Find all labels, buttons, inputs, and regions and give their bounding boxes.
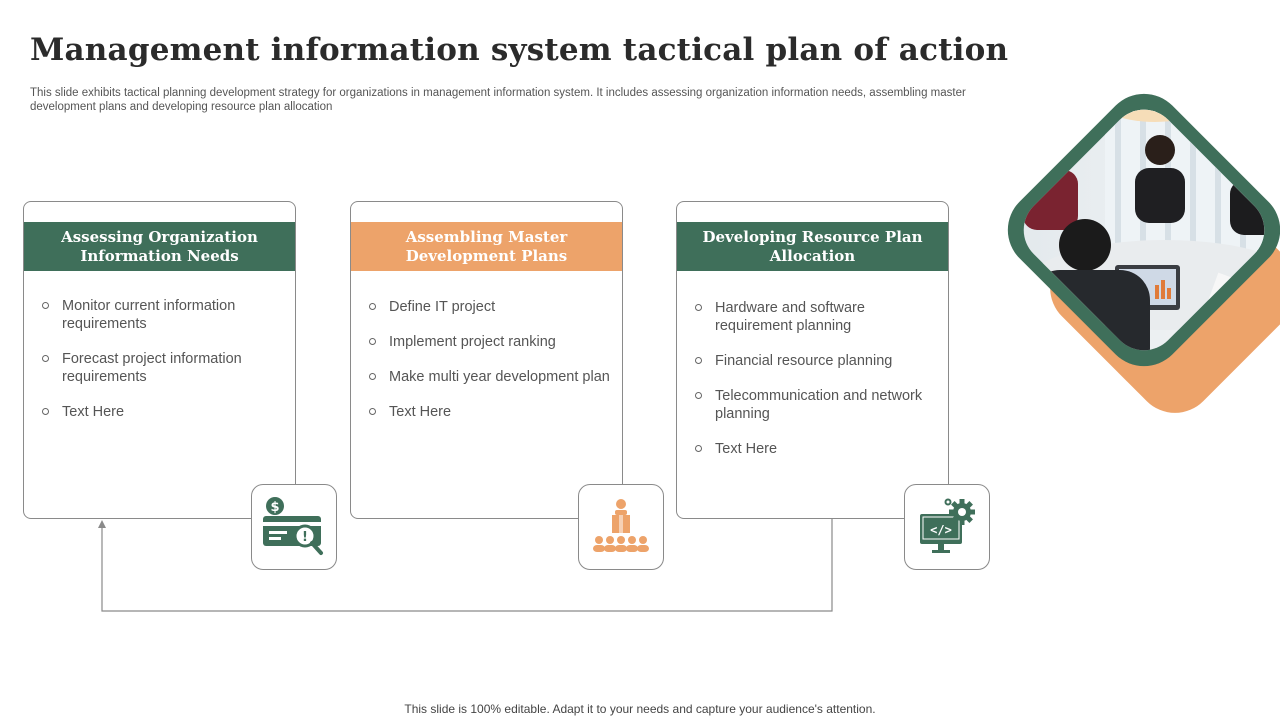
money-search-icon-box: $ ! — [251, 484, 337, 570]
bullet-circle-icon — [42, 408, 49, 415]
card-assessing-needs: Assessing Organization Information Needs… — [23, 201, 296, 519]
bullet-circle-icon — [369, 373, 376, 380]
card-item-list: Define IT project Implement project rank… — [369, 298, 612, 438]
bullet-circle-icon — [42, 355, 49, 362]
card-resource-allocation: Developing Resource Plan Allocation Hard… — [676, 201, 949, 519]
meeting-photo — [1009, 95, 1279, 365]
list-item: Define IT project — [369, 298, 612, 316]
card-master-plans: Assembling Master Development Plans Defi… — [350, 201, 623, 519]
page-title: Management information system tactical p… — [30, 32, 1009, 68]
svg-text:$: $ — [270, 500, 279, 515]
bullet-circle-icon — [695, 357, 702, 364]
list-item: Financial resource planning — [695, 352, 938, 370]
code-monitor-gear-icon-box: </> — [904, 484, 990, 570]
card-item-list: Monitor current information requirements… — [42, 297, 285, 438]
list-item: Text Here — [369, 403, 612, 421]
list-item: Implement project ranking — [369, 333, 612, 351]
presenter-audience-icon — [593, 499, 649, 552]
card-header: Developing Resource Plan Allocation — [677, 222, 948, 271]
bullet-circle-icon — [369, 303, 376, 310]
page-subtitle: This slide exhibits tactical planning de… — [30, 87, 966, 113]
presenter-audience-icon-box — [578, 484, 664, 570]
bullet-circle-icon — [369, 338, 376, 345]
list-item: Telecommunication and network planning — [695, 387, 938, 423]
list-item: Forecast project information requirement… — [42, 350, 285, 386]
money-search-icon: $ ! — [263, 497, 323, 555]
list-item: Hardware and software requirement planni… — [695, 299, 938, 335]
code-monitor-gear-icon: </> — [920, 498, 975, 553]
list-item: Text Here — [42, 403, 285, 421]
card-item-list: Hardware and software requirement planni… — [695, 299, 938, 475]
svg-text:</>: </> — [930, 523, 952, 537]
bullet-circle-icon — [42, 302, 49, 309]
list-item: Monitor current information requirements — [42, 297, 285, 333]
list-item: Make multi year development plan — [369, 368, 612, 386]
bullet-circle-icon — [695, 304, 702, 311]
list-item: Text Here — [695, 440, 938, 458]
svg-text:!: ! — [302, 530, 308, 545]
bullet-circle-icon — [695, 445, 702, 452]
card-header: Assessing Organization Information Needs — [24, 222, 295, 271]
card-header: Assembling Master Development Plans — [351, 222, 622, 271]
bullet-circle-icon — [369, 408, 376, 415]
meeting-photo-frame — [1007, 93, 1280, 413]
bullet-circle-icon — [695, 392, 702, 399]
footer-note: This slide is 100% editable. Adapt it to… — [404, 702, 876, 716]
